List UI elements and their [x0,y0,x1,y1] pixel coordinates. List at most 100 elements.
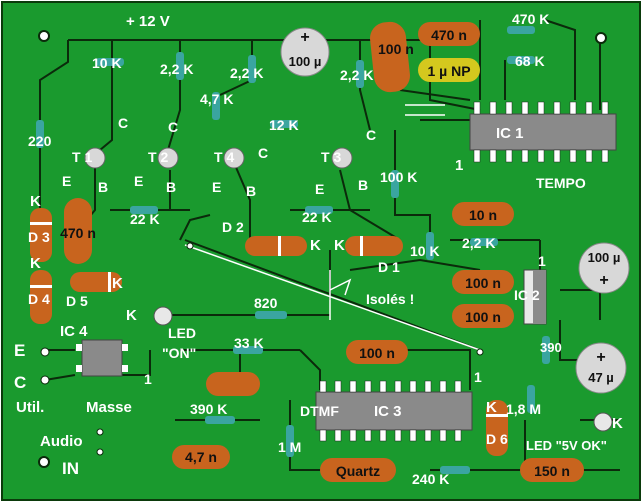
label-led-5v-k: K [612,415,623,432]
label-c470n-left: 470 n [60,225,96,241]
label-isoles: Isolés ! [366,291,414,307]
resistor-2k2-b [248,55,256,83]
label-led-on-k: K [126,307,137,324]
label-t1: T 1 [72,149,92,165]
label-t4: T 4 [214,149,234,165]
label-in: IN [62,459,79,478]
diode-d3 [30,208,52,262]
capacitor-1u-np [418,58,480,82]
label-c4n7: 4,7 n [185,449,217,465]
label-tempo: TEMPO [536,175,586,191]
capacitor-470n-top [418,22,480,46]
label-t3-c: C [366,127,376,143]
label-t3-b: B [358,177,368,193]
label-t1-c: C [118,115,128,131]
label-t1-e: E [62,173,71,189]
resistor-22k-b [305,206,333,214]
resistor-390k [205,416,235,424]
label-r1m: 1 M [278,439,301,455]
capacitor-100n-a [452,270,514,294]
leds [153,306,613,432]
resistor-820 [255,311,287,319]
diode-d1 [345,236,403,256]
label-d6-k: K [486,399,497,416]
label-cap-plus-top: + [300,29,309,46]
label-t1-b: B [98,179,108,195]
ic2-chip [523,269,547,325]
label-ic4-pin1: 1 [144,371,152,387]
quartz-crystal [320,458,396,482]
resistor-68k [507,56,535,64]
resistor-2k2-a [176,52,184,80]
capacitor-47u [575,342,627,394]
capacitor-100n-c [346,340,408,364]
label-r390k: 390 K [190,401,227,417]
led-on [153,306,173,326]
label-r2k2-c: 2,2 K [340,67,373,83]
pads [40,242,484,456]
label-ic2-pin1: 1 [538,253,546,269]
capacitor-100u-right [578,242,630,294]
capacitor-100n-top [370,21,410,93]
label-d4-k: K [30,255,41,272]
label-d3: D 3 [28,229,50,245]
label-r470k: 470 K [512,11,549,27]
label-r12k: 12 K [269,117,299,133]
label-r10k-b: 10 K [410,243,440,259]
label-r4k7: 4,7 K [200,91,233,107]
resistor-4k7 [212,92,220,120]
label-ic1-pin1: 1 [455,157,463,174]
label-masse: Masse [86,399,132,416]
ic3-chip [315,380,473,442]
capacitor-100n-b [452,304,514,328]
label-ic3: IC 3 [374,403,402,420]
resistor-10k-b [426,232,434,260]
label-r22k-b: 22 K [302,209,332,225]
resistor-33k [233,346,263,354]
transistor-t4 [223,147,245,169]
label-r10k: 10 K [92,55,122,71]
resistor-240k [440,466,470,474]
label-r2k2-d: 2,2 K [462,235,495,251]
label-c100n-c: 100 n [359,345,395,361]
label-c100n-top: 100 n [378,41,414,57]
integrated-circuits [76,101,617,442]
label-r33k: 33 K [234,335,264,351]
ic1-chip [469,101,617,163]
resistor-1m [286,425,294,457]
label-c47u: 47 µ [588,370,614,385]
label-r820: 820 [254,295,278,311]
resistor-2k2-d [470,238,498,246]
label-d5: D 5 [66,293,88,309]
transistor-t1 [84,147,106,169]
label-c150n: 150 n [534,463,570,479]
label-led-5v: LED "5V OK" [526,438,607,453]
label-ic3-pin1: 1 [474,369,482,385]
capacitor-150n [520,458,584,482]
label-quartz: Quartz [336,463,380,479]
transistor-t3 [331,147,353,169]
silkscreen-labels: + 12 V + 100 µ 470 n 1 µ NP 100 n 470 K … [14,11,623,487]
capacitor-4n7 [172,445,230,469]
diode-d2 [245,236,307,256]
label-t3: T 3 [321,149,341,165]
label-r100k: 100 K [380,169,417,185]
label-d6: D 6 [486,431,508,447]
label-t4-b: B [246,183,256,199]
resistor-100k [391,170,399,198]
label-util: Util. [16,399,44,416]
resistor-1m8 [527,385,535,413]
label-r22k-a: 22 K [130,211,160,227]
label-r220: 220 [28,133,52,149]
silk-lines [184,104,481,351]
label-d3-k: K [30,193,41,210]
label-cap-plus-right: + [599,272,608,289]
mounting-holes [38,30,607,468]
label-r2k2-a: 2,2 K [160,61,193,77]
label-r2k2-b: 2,2 K [230,65,263,81]
resistor-470k [507,26,535,34]
label-t3-e: E [315,181,324,197]
label-d5-k: K [112,275,123,292]
